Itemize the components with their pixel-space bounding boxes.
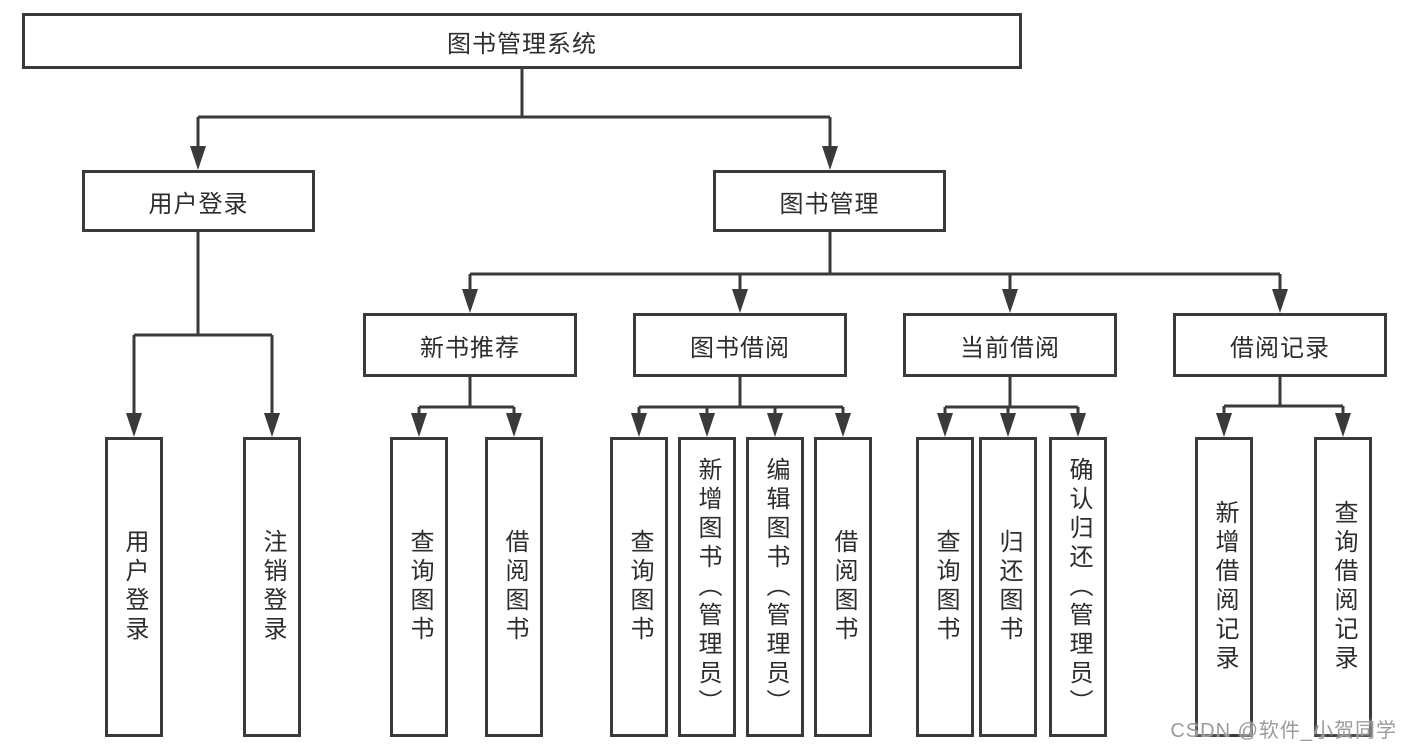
node-new-book-recommend: 新书推荐: [363, 313, 577, 377]
connector-new-book-recommend-to-leaves: [417, 377, 516, 415]
node-book-borrowing: 图书借阅: [633, 313, 847, 377]
node-add-borrow-record-label: 新增借阅记录: [1211, 500, 1238, 674]
connector-root-to-modules: [196, 69, 832, 148]
node-borrowing-records-label: 借阅记录: [1230, 334, 1330, 362]
connector-borrowing-records-to-leaves: [1222, 377, 1345, 415]
node-user-login-module-label: 用户登录: [148, 190, 249, 218]
node-borrow-books-borrowing-label: 借阅图书: [830, 529, 857, 645]
node-new-book-recommend-label: 新书推荐: [420, 334, 520, 362]
node-root-system-label: 图书管理系统: [447, 30, 597, 58]
node-query-books-recommend: 查询图书: [390, 437, 448, 737]
arrowheads: [126, 146, 1351, 437]
node-query-borrow-record: 查询借阅记录: [1314, 437, 1372, 737]
node-add-book-admin: 新增图书（管理员）: [678, 437, 736, 737]
node-borrow-books-recommend-label: 借阅图书: [501, 529, 528, 645]
node-edit-book-admin-label: 编辑图书（管理员）: [762, 456, 789, 718]
node-query-borrow-record-label: 查询借阅记录: [1330, 500, 1357, 674]
node-logout-action: 注销登录: [243, 437, 301, 737]
node-edit-book-admin: 编辑图书（管理员）: [746, 437, 804, 737]
node-query-books-current: 查询图书: [916, 437, 974, 737]
node-query-books-borrowing-label: 查询图书: [626, 529, 653, 645]
node-confirm-return-admin-label: 确认归还（管理员）: [1065, 456, 1092, 718]
node-current-borrowing: 当前借阅: [903, 313, 1117, 377]
node-confirm-return-admin: 确认归还（管理员）: [1049, 437, 1107, 737]
connector-book-borrowing-to-leaves: [637, 377, 845, 415]
node-root-system: 图书管理系统: [22, 13, 1022, 69]
node-logout-action-label: 注销登录: [259, 529, 286, 645]
node-user-login-action-label: 用户登录: [121, 529, 148, 645]
node-query-books-borrowing: 查询图书: [610, 437, 668, 737]
node-current-borrowing-label: 当前借阅: [960, 334, 1060, 362]
csdn-watermark: CSDN @软件_小贺同学: [1170, 720, 1397, 742]
node-query-books-current-label: 查询图书: [932, 529, 959, 645]
node-book-management-module: 图书管理: [713, 170, 946, 232]
node-add-book-admin-label: 新增图书（管理员）: [694, 456, 721, 718]
node-borrow-books-recommend: 借阅图书: [485, 437, 543, 737]
node-add-borrow-record: 新增借阅记录: [1195, 437, 1253, 737]
node-borrow-books-borrowing: 借阅图书: [814, 437, 872, 737]
connector-user-login-to-leaves: [132, 232, 274, 415]
node-book-management-module-label: 图书管理: [779, 190, 880, 218]
node-return-book: 归还图书: [979, 437, 1037, 737]
node-book-borrowing-label: 图书借阅: [690, 334, 790, 362]
node-return-book-label: 归还图书: [995, 529, 1022, 645]
connector-current-borrowing-to-leaves: [943, 377, 1080, 415]
node-query-books-recommend-label: 查询图书: [406, 529, 433, 645]
connector-book-management-to-submodules: [468, 232, 1282, 291]
node-user-login-module: 用户登录: [82, 170, 315, 232]
node-user-login-action: 用户登录: [105, 437, 163, 737]
node-borrowing-records: 借阅记录: [1173, 313, 1387, 377]
